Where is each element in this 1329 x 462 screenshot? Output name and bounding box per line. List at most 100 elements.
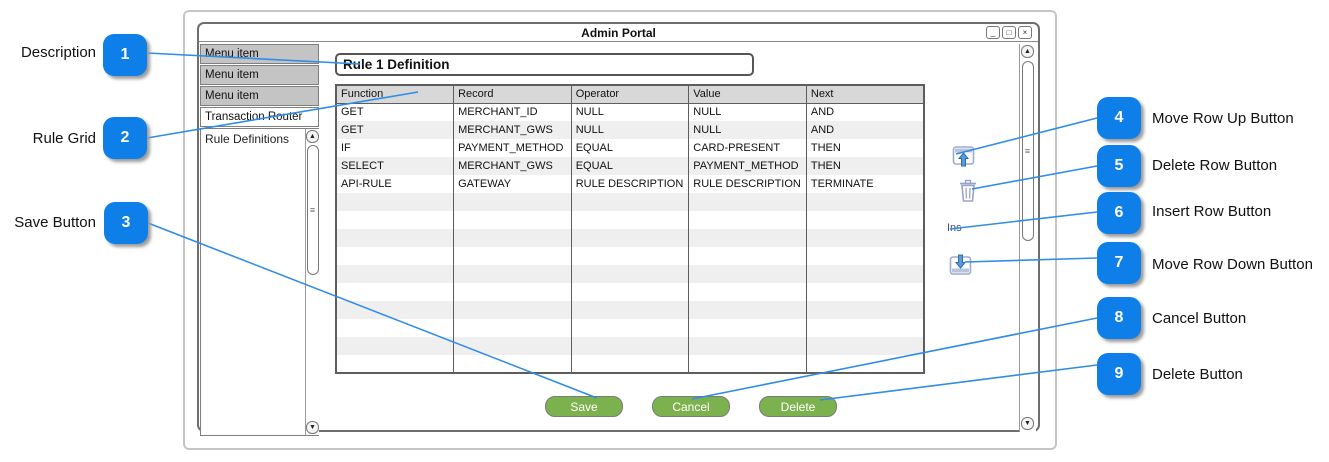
table-cell[interactable] — [453, 193, 572, 211]
table-cell[interactable] — [806, 247, 925, 265]
table-cell[interactable]: NULL — [571, 121, 690, 139]
main-scrollbar-track[interactable] — [1019, 44, 1036, 432]
table-cell[interactable] — [688, 193, 807, 211]
table-cell[interactable] — [806, 211, 925, 229]
sidebar-scrollbar[interactable]: ▲ ≡ ▼ — [305, 129, 319, 435]
table-cell[interactable]: EQUAL — [571, 139, 690, 157]
table-cell[interactable]: PAYMENT_METHOD — [453, 139, 572, 157]
sidebar-item-rule-definitions[interactable]: Rule Definitions — [205, 132, 290, 146]
table-cell[interactable] — [453, 283, 572, 301]
table-cell[interactable] — [571, 265, 690, 283]
table-cell[interactable]: THEN — [806, 139, 925, 157]
sidebar-item-menu-3[interactable]: Menu item — [200, 86, 319, 106]
table-cell[interactable]: PAYMENT_METHOD — [688, 157, 807, 175]
table-cell[interactable]: SELECT — [336, 157, 455, 175]
table-cell[interactable]: NULL — [688, 103, 807, 121]
main-scroll-down-icon[interactable]: ▼ — [1021, 417, 1034, 430]
table-cell[interactable] — [571, 193, 690, 211]
table-cell[interactable] — [336, 229, 455, 247]
table-cell[interactable] — [453, 355, 572, 373]
sidebar-scroll-down-icon[interactable]: ▼ — [306, 421, 319, 434]
table-row[interactable] — [336, 229, 925, 247]
table-cell[interactable] — [571, 355, 690, 373]
description-input[interactable]: Rule 1 Definition — [335, 53, 754, 76]
table-cell[interactable] — [453, 247, 572, 265]
table-cell[interactable]: RULE DESCRIPTION — [571, 175, 690, 193]
table-cell[interactable] — [336, 337, 455, 355]
table-cell[interactable] — [453, 301, 572, 319]
table-cell[interactable] — [688, 301, 807, 319]
table-cell[interactable]: MERCHANT_ID — [453, 103, 572, 121]
table-cell[interactable]: CARD-PRESENT — [688, 139, 807, 157]
table-cell[interactable] — [688, 337, 807, 355]
table-cell[interactable] — [806, 265, 925, 283]
main-scrollbar[interactable]: ▲ ≡ ▼ — [1019, 44, 1036, 432]
table-cell[interactable] — [453, 319, 572, 337]
sidebar-scroll-up-icon[interactable]: ▲ — [306, 130, 319, 143]
table-cell[interactable]: IF — [336, 139, 455, 157]
table-cell[interactable] — [453, 337, 572, 355]
delete-button[interactable]: Delete — [759, 396, 837, 417]
table-cell[interactable] — [688, 355, 807, 373]
insert-row-button[interactable]: Ins — [947, 222, 962, 234]
table-cell[interactable] — [336, 247, 455, 265]
table-cell[interactable]: RULE DESCRIPTION — [688, 175, 807, 193]
table-cell[interactable]: MERCHANT_GWS — [453, 157, 572, 175]
table-cell[interactable] — [688, 247, 807, 265]
table-cell[interactable] — [688, 265, 807, 283]
table-cell[interactable]: NULL — [688, 121, 807, 139]
table-cell[interactable] — [453, 265, 572, 283]
sidebar-item-menu-2[interactable]: Menu item — [200, 65, 319, 85]
table-cell[interactable] — [336, 301, 455, 319]
move-row-up-icon[interactable] — [952, 145, 975, 172]
table-cell[interactable] — [571, 211, 690, 229]
sidebar-item-menu-1[interactable]: Menu item — [200, 44, 319, 64]
table-row[interactable] — [336, 265, 925, 283]
table-cell[interactable] — [806, 355, 925, 373]
table-cell[interactable] — [571, 319, 690, 337]
delete-row-icon[interactable] — [958, 179, 978, 206]
table-cell[interactable]: NULL — [571, 103, 690, 121]
table-cell[interactable] — [571, 247, 690, 265]
table-row[interactable] — [336, 301, 925, 319]
table-cell[interactable]: API-RULE — [336, 175, 455, 193]
minimize-button[interactable]: _ — [986, 26, 1000, 39]
maximize-button[interactable]: □ — [1002, 26, 1016, 39]
sidebar-scrollbar-thumb[interactable]: ≡ — [306, 145, 319, 275]
table-cell[interactable]: GET — [336, 103, 455, 121]
save-button[interactable]: Save — [545, 396, 623, 417]
table-cell[interactable] — [336, 355, 455, 373]
table-cell[interactable] — [806, 283, 925, 301]
table-row[interactable] — [336, 319, 925, 337]
table-cell[interactable] — [571, 229, 690, 247]
table-cell[interactable] — [688, 319, 807, 337]
table-cell[interactable]: AND — [806, 121, 925, 139]
table-cell[interactable] — [336, 211, 455, 229]
table-row[interactable] — [336, 247, 925, 265]
table-cell[interactable]: GATEWAY — [453, 175, 572, 193]
table-row[interactable] — [336, 283, 925, 301]
table-cell[interactable] — [336, 283, 455, 301]
table-cell[interactable] — [336, 193, 455, 211]
table-cell[interactable] — [571, 301, 690, 319]
table-cell[interactable] — [806, 319, 925, 337]
table-cell[interactable] — [688, 211, 807, 229]
table-row[interactable] — [336, 211, 925, 229]
table-cell[interactable]: AND — [806, 103, 925, 121]
table-cell[interactable] — [336, 319, 455, 337]
table-cell[interactable] — [688, 229, 807, 247]
table-cell[interactable] — [453, 229, 572, 247]
table-row[interactable] — [336, 355, 925, 373]
table-cell[interactable] — [688, 283, 807, 301]
table-cell[interactable] — [806, 193, 925, 211]
table-cell[interactable]: EQUAL — [571, 157, 690, 175]
cancel-button[interactable]: Cancel — [652, 396, 730, 417]
table-cell[interactable] — [336, 265, 455, 283]
main-scrollbar-thumb[interactable]: ≡ — [1021, 61, 1034, 241]
table-row[interactable] — [336, 337, 925, 355]
table-cell[interactable] — [806, 301, 925, 319]
close-button[interactable]: × — [1018, 26, 1032, 39]
